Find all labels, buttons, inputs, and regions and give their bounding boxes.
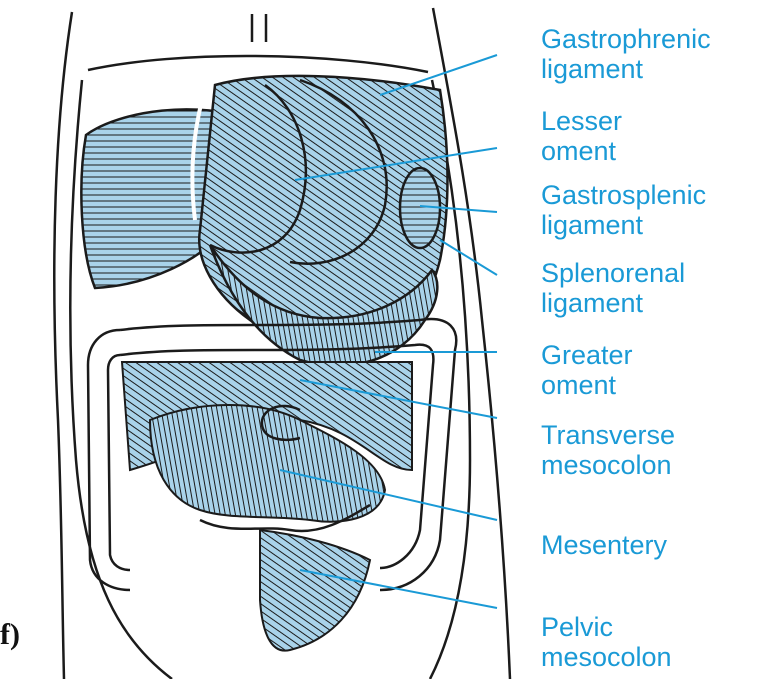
label-gastrophrenic-ligament: Gastrophrenic ligament bbox=[541, 24, 711, 84]
label-line-2: ligament bbox=[541, 210, 706, 240]
label-line-1: Lesser bbox=[541, 106, 622, 136]
label-line-1: Mesentery bbox=[541, 530, 667, 560]
label-line-2: oment bbox=[541, 136, 622, 166]
label-line-2: ligament bbox=[541, 288, 685, 318]
label-pelvic-mesocolon: Pelvic mesocolon bbox=[541, 612, 672, 672]
label-lesser-omentum: Lesser oment bbox=[541, 106, 622, 166]
label-splenorenal-ligament: Splenorenal ligament bbox=[541, 258, 685, 318]
label-line-2: oment bbox=[541, 370, 633, 400]
panel-letter: f) bbox=[0, 618, 20, 652]
label-gastrosplenic-ligament: Gastrosplenic ligament bbox=[541, 180, 706, 240]
pelvic-mesocolon bbox=[260, 530, 370, 651]
label-line-2: mesocolon bbox=[541, 450, 675, 480]
label-line-1: Greater bbox=[541, 340, 633, 370]
label-line-2: ligament bbox=[541, 54, 711, 84]
label-transverse-mesocolon: Transverse mesocolon bbox=[541, 420, 675, 480]
label-greater-omentum: Greater oment bbox=[541, 340, 633, 400]
label-line-2: mesocolon bbox=[541, 642, 672, 672]
label-line-1: Pelvic bbox=[541, 612, 672, 642]
label-line-1: Gastrophrenic bbox=[541, 24, 711, 54]
label-line-1: Gastrosplenic bbox=[541, 180, 706, 210]
label-line-1: Transverse bbox=[541, 420, 675, 450]
label-mesentery: Mesentery bbox=[541, 530, 667, 560]
label-line-1: Splenorenal bbox=[541, 258, 685, 288]
